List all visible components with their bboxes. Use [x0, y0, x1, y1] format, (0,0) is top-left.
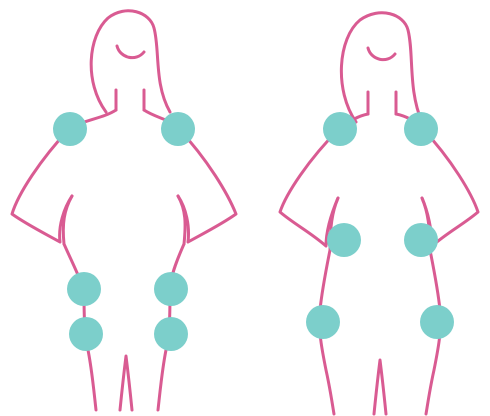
figure-left — [12, 11, 236, 410]
figure-right-marker-waist-right — [404, 223, 438, 257]
figure-left-inner-legs — [120, 356, 132, 410]
figure-left-arm-right — [178, 128, 236, 242]
figure-left-marker-hip-right — [154, 272, 188, 306]
figure-left-marker-shoulder-right — [161, 112, 195, 146]
figure-left-outline — [12, 11, 236, 410]
figure-right-marker-shoulder-left — [323, 112, 357, 146]
figure-right-neck — [368, 92, 396, 114]
figure-left-hair — [91, 11, 170, 112]
figure-left-marker-thigh-right — [154, 317, 188, 351]
figure-left-marker-shoulder-left — [53, 112, 87, 146]
figure-right-marker-thigh-left — [306, 305, 340, 339]
figure-right-marker-thigh-right — [420, 305, 454, 339]
figure-left-arm-left-inner — [63, 196, 72, 244]
figure-left-markers — [53, 112, 195, 351]
figure-right — [280, 13, 478, 414]
figure-left-face-line — [117, 46, 144, 58]
figure-left-neck — [116, 90, 144, 110]
figure-right-marker-waist-left — [327, 223, 361, 257]
figure-right-inner-legs — [374, 360, 386, 414]
figure-left-arm-right-inner — [178, 196, 185, 244]
figure-left-marker-hip-left — [67, 272, 101, 306]
figure-right-face-line — [368, 48, 395, 60]
figure-left-marker-thigh-left — [69, 317, 103, 351]
figure-right-hair — [341, 13, 422, 122]
figure-right-marker-shoulder-right — [404, 112, 438, 146]
figure-right-outline — [280, 13, 478, 414]
